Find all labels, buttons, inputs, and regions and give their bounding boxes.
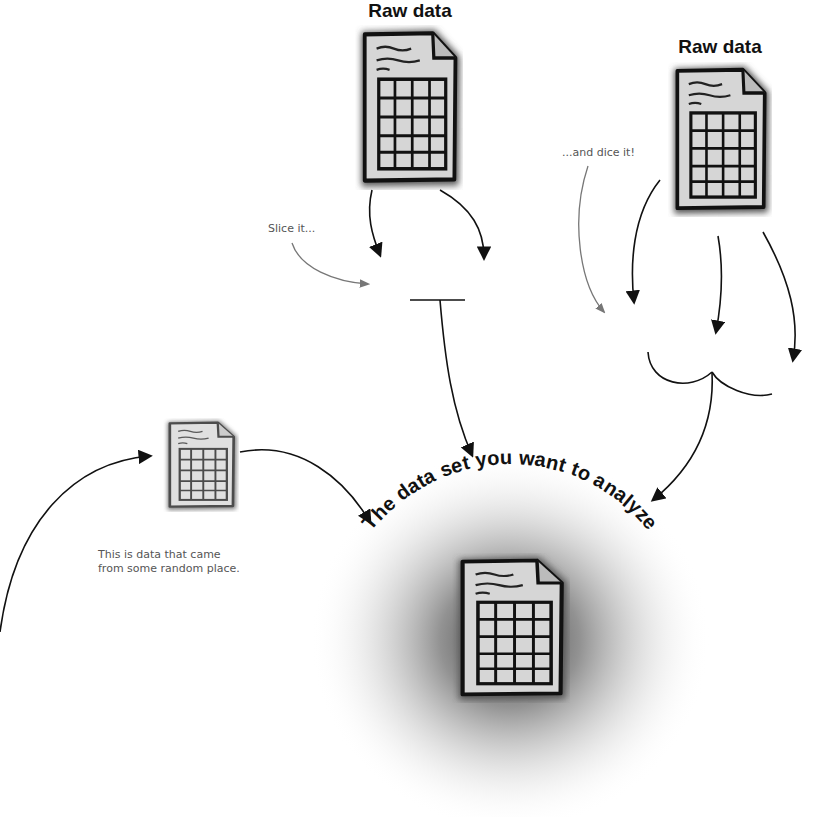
- dice-piece: [763, 368, 823, 400]
- random-doc: [168, 421, 237, 510]
- handwritten-note: ...and dice it!: [562, 146, 672, 160]
- raw-doc: [361, 30, 459, 187]
- dataset-doc: [459, 557, 566, 700]
- doc-heading: Raw data: [646, 36, 794, 58]
- dice-piece: [612, 314, 667, 348]
- handwritten-note: Slice it...: [268, 222, 358, 236]
- slice-piece: [380, 267, 410, 340]
- doc-heading: Raw data: [336, 0, 484, 22]
- callout-arrows: [292, 166, 604, 312]
- dataset-node: The data set you want to analyze: [340, 440, 680, 740]
- raw-data-node: Raw data: [336, 0, 484, 195]
- handwritten-note: This is data that came from some random …: [98, 548, 248, 576]
- slice-piece: [463, 267, 494, 340]
- glow: [310, 450, 710, 817]
- raw-data-node: Raw data: [646, 36, 794, 216]
- raw-doc: [674, 66, 769, 213]
- curved-title: The data set you want to analyze: [340, 440, 680, 740]
- dice-piece: [681, 338, 739, 368]
- flow-arrows: [0, 180, 795, 632]
